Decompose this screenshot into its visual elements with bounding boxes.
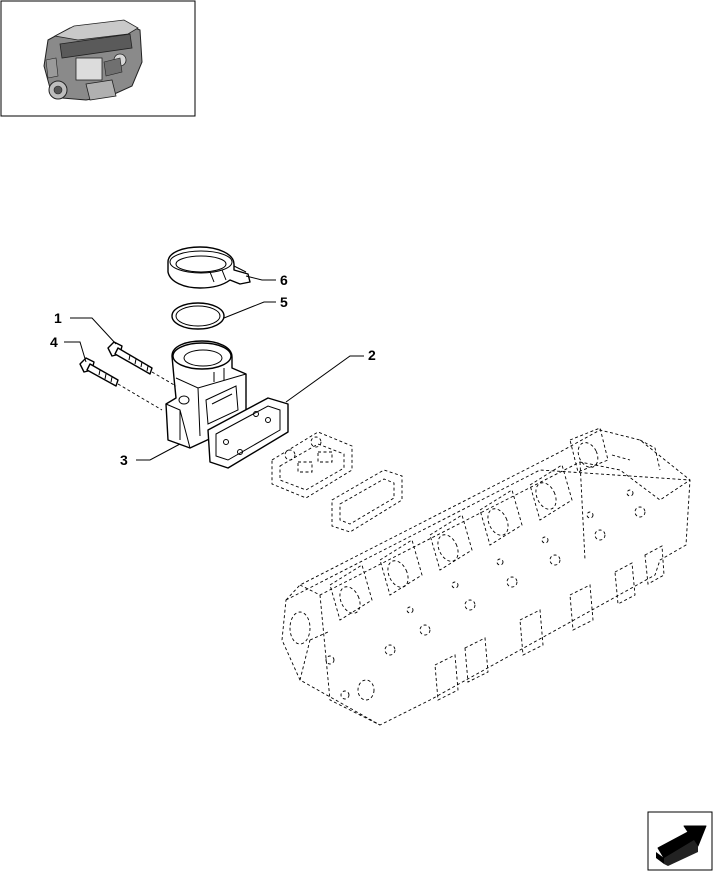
o-ring-seal[interactable] [171,302,225,330]
clamp-ring[interactable] [167,246,251,289]
bolt-long[interactable] [107,341,153,375]
next-page-button[interactable] [647,811,713,871]
leader-lines [64,275,364,461]
bolt-short[interactable] [79,357,119,387]
head-gasket-ghost [331,469,403,533]
housing-gasket[interactable] [207,397,289,469]
next-page-arrow-icon [656,825,707,866]
engine-thumbnail[interactable] [0,0,196,117]
assembly-lines [117,371,177,411]
thermostat-seat-ghost [271,431,353,499]
callout-4[interactable]: 4 [50,334,58,350]
callout-2[interactable]: 2 [368,347,376,363]
callout-5[interactable]: 5 [280,294,288,310]
engine-thumbnail-icon [43,19,143,101]
callout-3[interactable]: 3 [120,452,128,468]
callout-6[interactable]: 6 [280,272,288,288]
callout-labels: 1 2 3 4 5 6 [50,272,376,468]
callout-1[interactable]: 1 [54,310,62,326]
cylinder-head-ghost [281,427,691,726]
